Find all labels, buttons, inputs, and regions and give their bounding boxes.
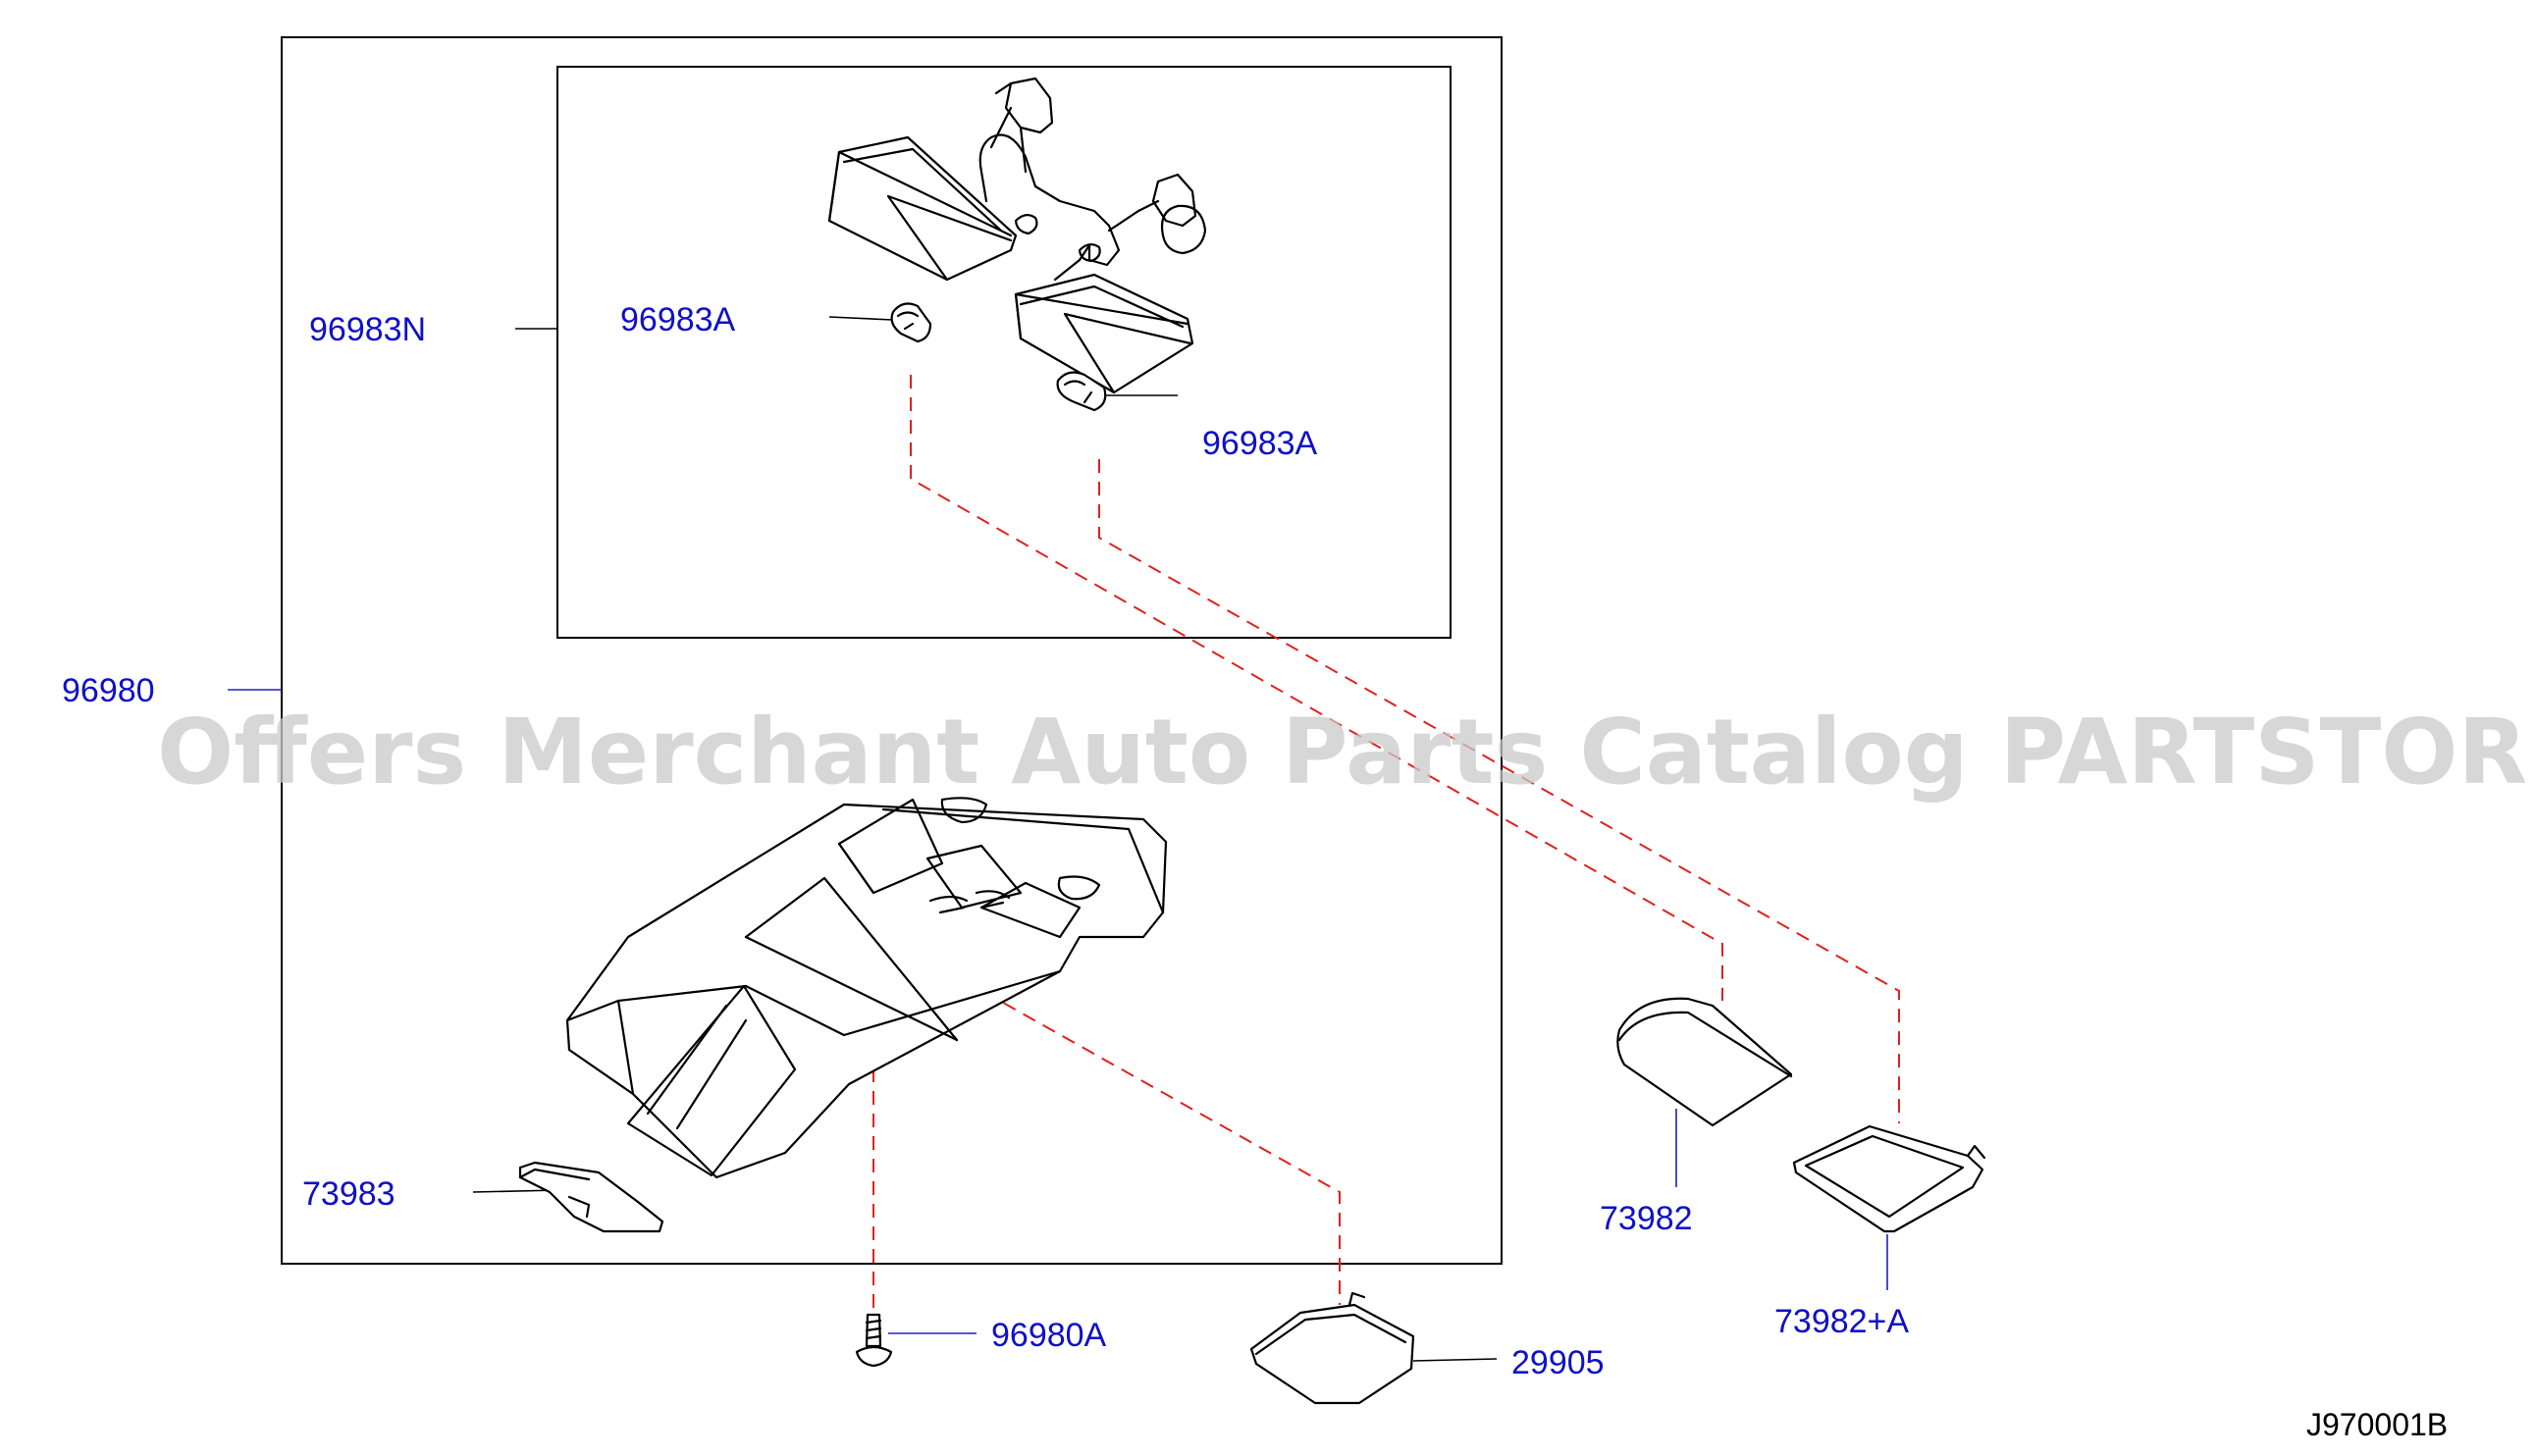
leader-96983a-upper xyxy=(828,316,894,321)
screw-icon xyxy=(855,1313,893,1368)
console-housing-icon xyxy=(565,797,1168,1179)
cover-29905-icon xyxy=(1249,1291,1415,1405)
assembly-frame xyxy=(281,36,1503,1265)
drawing-code: J970001B xyxy=(2306,1407,2448,1442)
bulb-upper-icon xyxy=(890,302,932,343)
label-96983a-upper: 96983A xyxy=(620,301,736,338)
leader-29905 xyxy=(1412,1358,1498,1362)
dashed-leader-bulb-lower xyxy=(1098,459,1900,1123)
label-96980a: 96980A xyxy=(991,1317,1107,1354)
lens-73982a-icon xyxy=(1792,1124,1986,1233)
dashed-leader-cover xyxy=(973,908,1341,1305)
label-96983a-lower: 96983A xyxy=(1202,425,1318,462)
watermark: Offers Merchant Auto Parts Catalog PARTS… xyxy=(157,700,2535,805)
lamp-housing-icon xyxy=(827,77,1207,394)
lamp-subassembly-frame xyxy=(556,66,1452,639)
label-73982: 73982 xyxy=(1600,1200,1693,1237)
bulb-lower-icon xyxy=(1056,371,1107,412)
label-96980: 96980 xyxy=(62,672,155,709)
label-29905: 29905 xyxy=(1511,1344,1605,1381)
label-73982a: 73982+A xyxy=(1774,1303,1909,1340)
label-73983: 73983 xyxy=(302,1175,396,1213)
lens-73983-icon xyxy=(518,1161,664,1233)
label-96983n: 96983N xyxy=(309,311,426,348)
dashed-leader-bulb-upper xyxy=(910,375,1723,1001)
lens-73982-icon xyxy=(1616,997,1793,1127)
